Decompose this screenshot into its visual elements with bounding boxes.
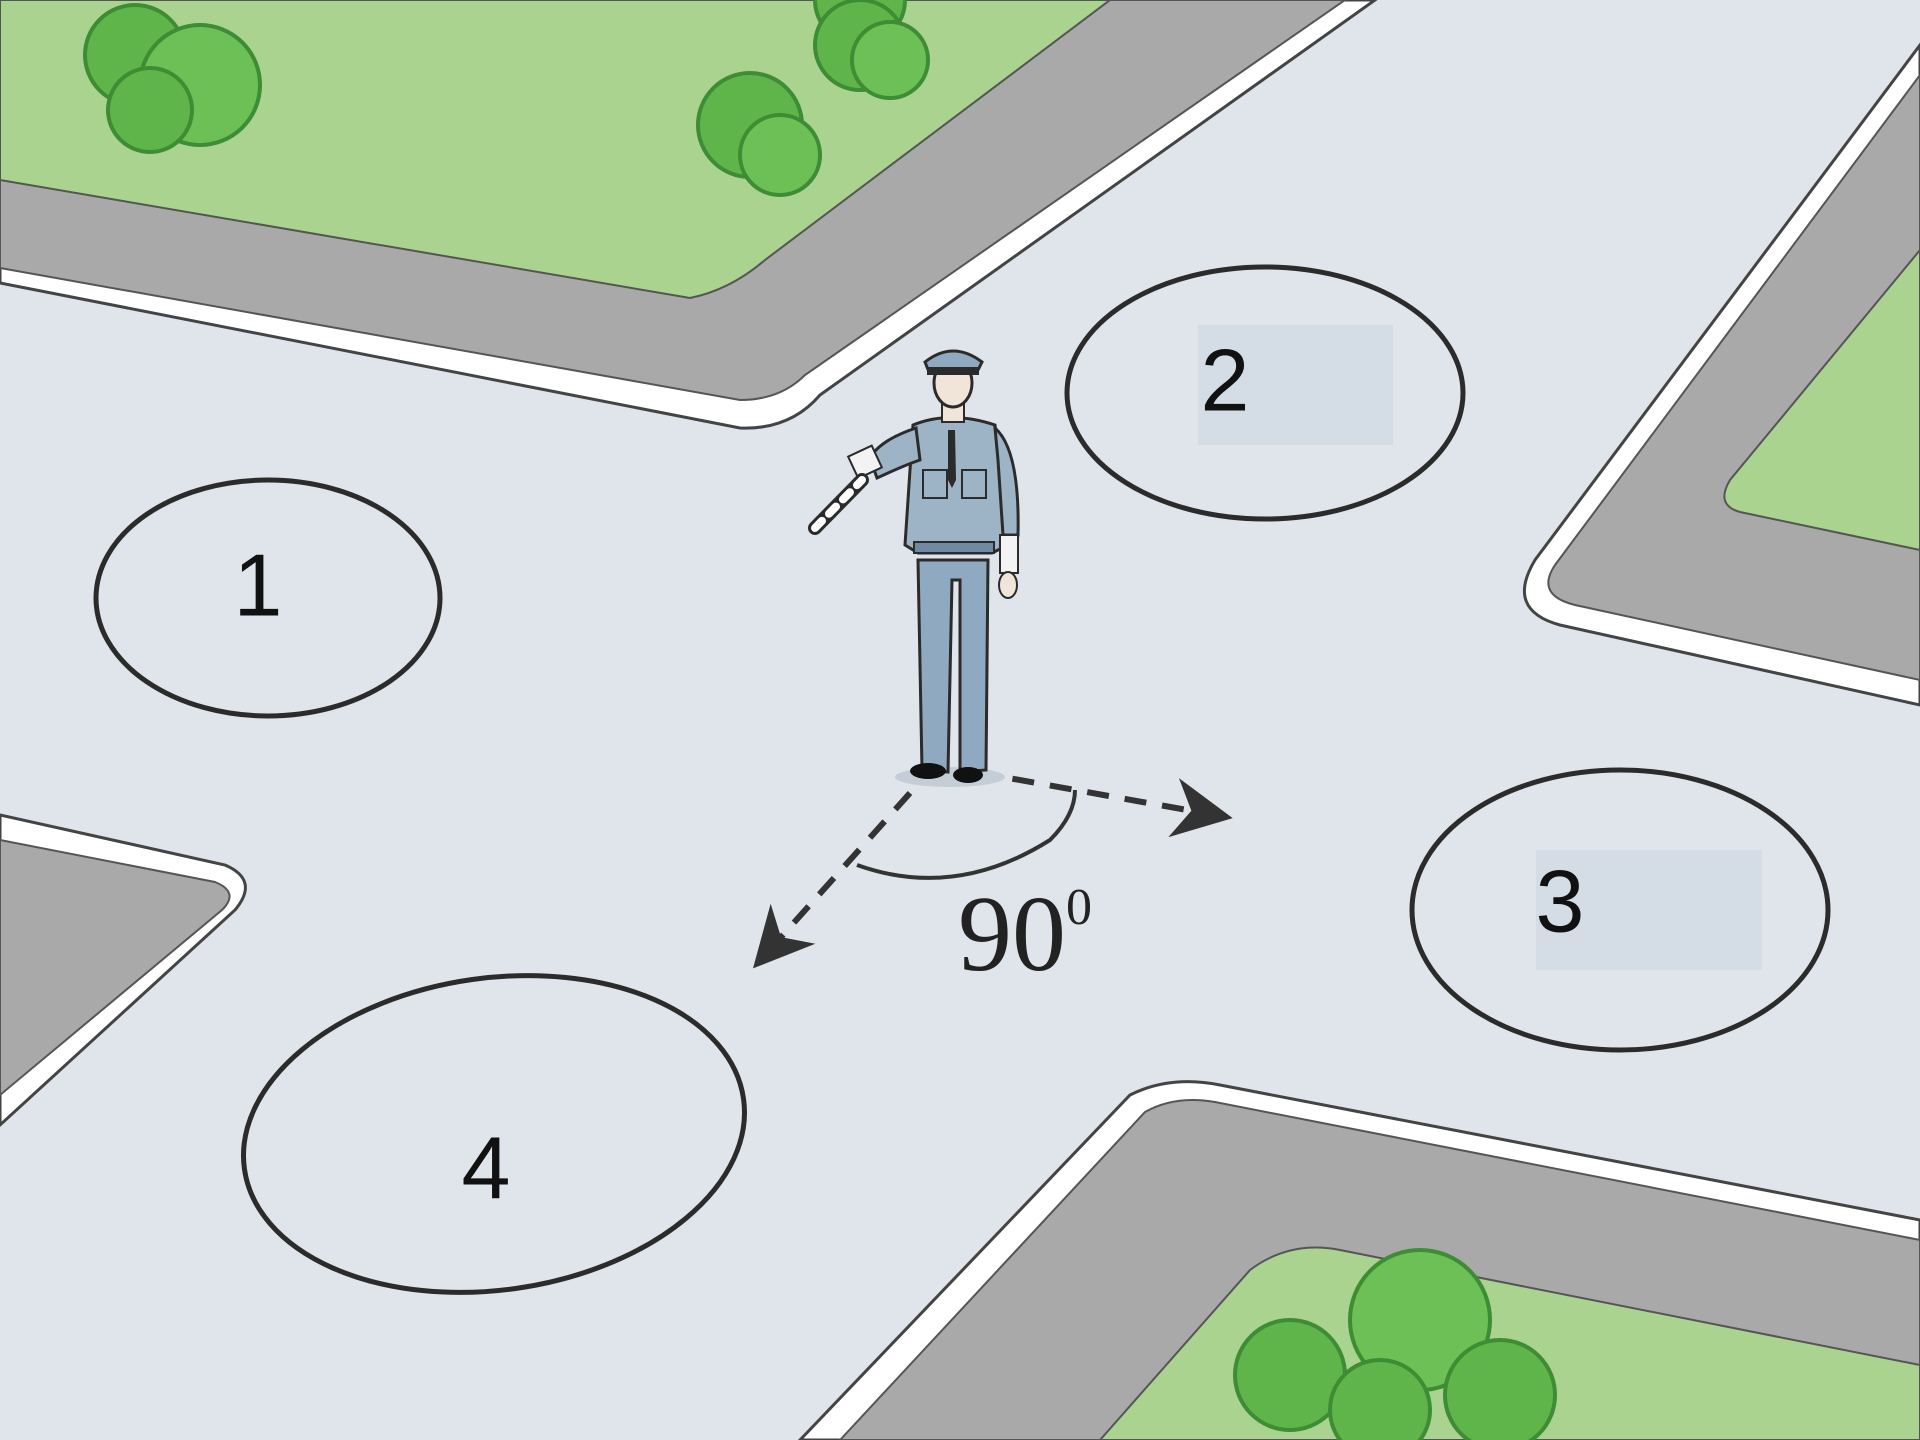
- zone-4-label: 4: [462, 1118, 511, 1217]
- zone-3: 3: [1409, 767, 1831, 1053]
- direction-arrows: 900: [752, 769, 1233, 994]
- sidewalk-left: [0, 838, 231, 1097]
- bush-icon: [83, 3, 262, 154]
- direction-arrow-icon: [974, 769, 1233, 838]
- bush-icon: [696, 71, 822, 197]
- zone-1-label: 1: [234, 535, 283, 634]
- baton-icon: [808, 473, 869, 535]
- zone-2-label: 2: [1201, 330, 1250, 429]
- block-top-right: [1522, 42, 1920, 707]
- zone-3-label-backdrop: [1536, 850, 1762, 970]
- zone-3-label: 3: [1536, 851, 1585, 950]
- block-left: [0, 813, 247, 1128]
- bush-icon: [813, 0, 930, 100]
- grass-top-right: [1723, 248, 1920, 552]
- zone-1: 1: [93, 477, 443, 719]
- angle-label: 900: [958, 875, 1092, 994]
- zone-4: 4: [241, 973, 747, 1295]
- zone-2-label-backdrop: [1198, 325, 1393, 445]
- bush-icon: [1233, 1248, 1557, 1440]
- traffic-police-officer-icon: [808, 349, 1020, 787]
- zone-2: 2: [1064, 264, 1466, 522]
- angle-arc: [856, 789, 1077, 880]
